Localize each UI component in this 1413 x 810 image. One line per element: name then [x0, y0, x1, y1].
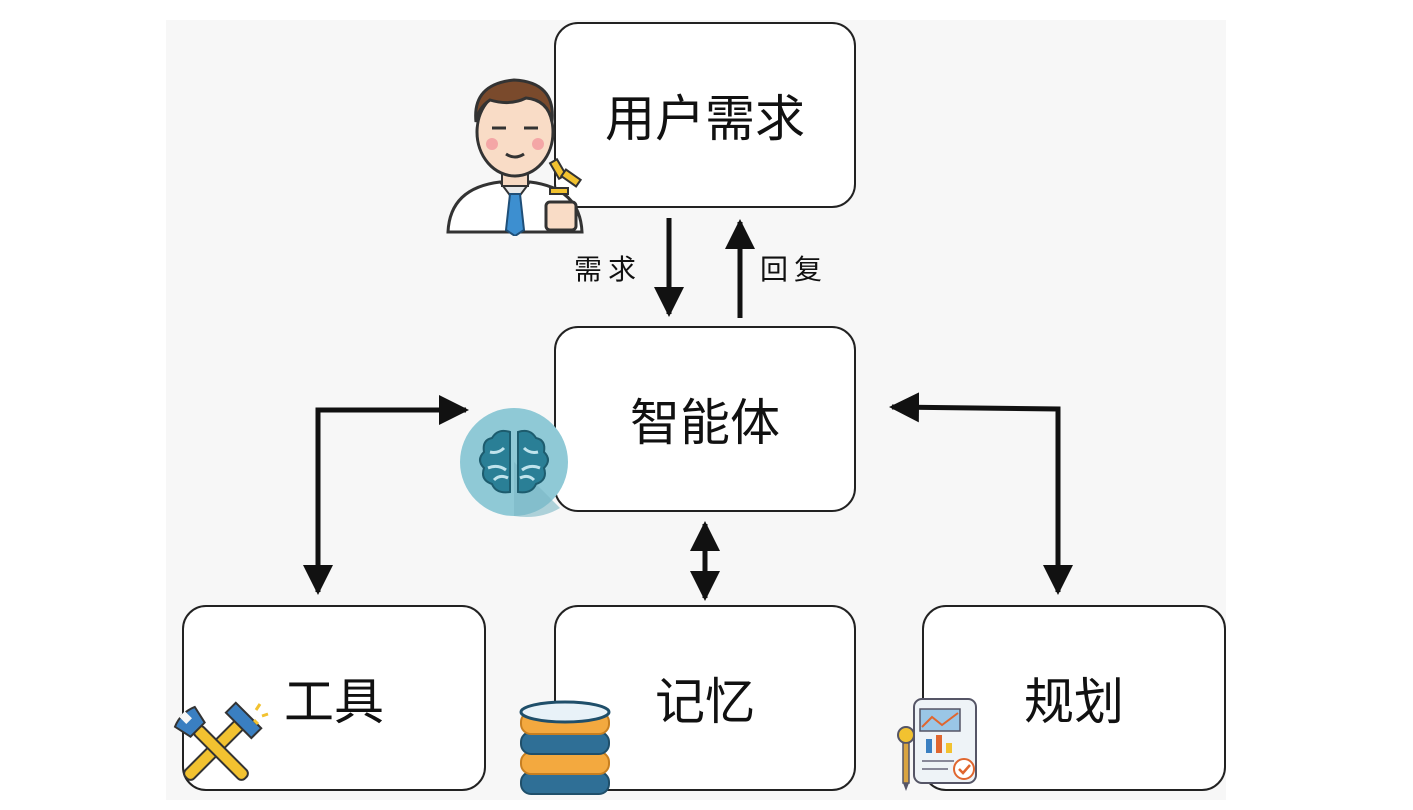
arrow-agent-tools — [303, 395, 469, 595]
brain-icon — [460, 408, 568, 517]
database-icon — [519, 700, 611, 795]
arrow-agent-planning — [889, 392, 1073, 595]
report-document-icon — [897, 698, 977, 791]
agent-label: 智能体 — [630, 394, 780, 452]
user-request-node: 用户需求 — [554, 22, 856, 208]
wrench-hammer-icon — [173, 701, 269, 781]
tools-label: 工具 — [284, 673, 384, 731]
edge-label-request: 需求 — [574, 253, 643, 286]
memory-label: 记忆 — [655, 673, 755, 731]
edge-label-reply: 回复 — [760, 253, 829, 286]
user-request-label: 用户需求 — [605, 90, 805, 148]
businessman-icon — [446, 78, 584, 236]
planning-label: 规划 — [1024, 673, 1124, 731]
agent-node: 智能体 — [554, 326, 856, 512]
